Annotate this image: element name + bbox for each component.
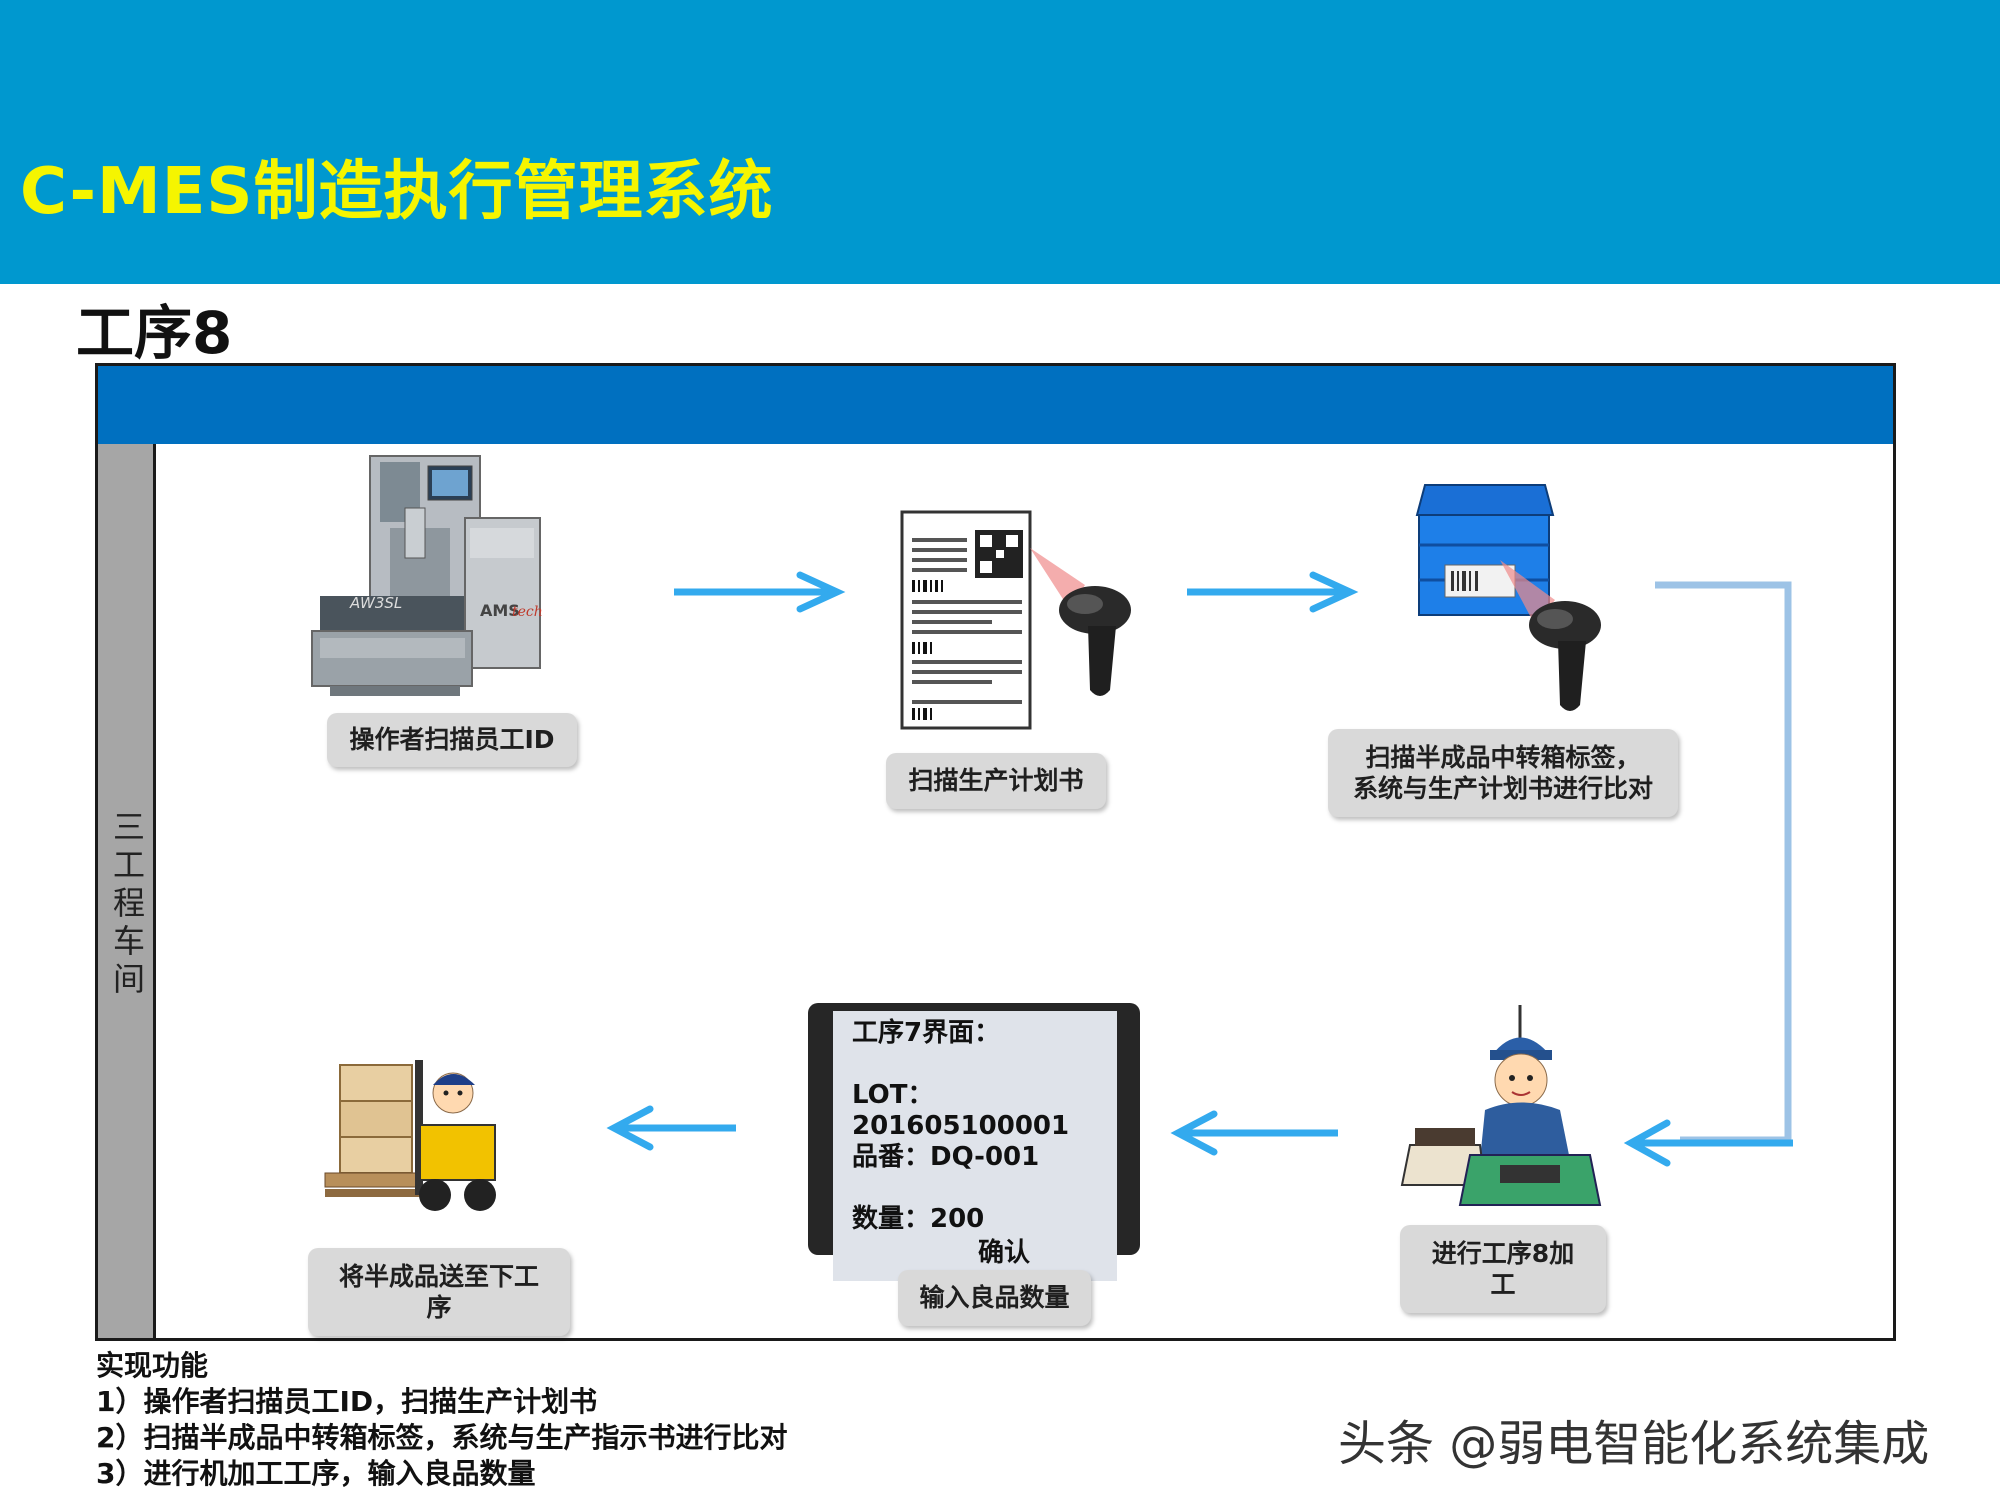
flow-arrow-5-to-6 — [606, 1105, 736, 1151]
production-plan-document-icon — [900, 510, 1032, 730]
feature-item: 2）扫描半成品中转箱标签，系统与生产指示书进行比对 — [96, 1421, 788, 1454]
confirm-button[interactable]: 确认 — [978, 1238, 1031, 1268]
flow-arrow-4-to-5 — [1170, 1110, 1338, 1156]
features-heading: 实现功能 — [96, 1349, 209, 1382]
workshop-column — [98, 444, 156, 1338]
step-label-input-good-quantity: 输入良品数量 — [898, 1270, 1091, 1326]
tablet-screen-text: 工序7界面： LOT： 201605100001 品番：DQ-001 数量：20… — [852, 1018, 1070, 1234]
flow-arrow-2-to-3 — [1187, 571, 1359, 613]
svg-text:AMS: AMS — [480, 601, 520, 620]
step-label-scan-transfer-box: 扫描半成品中转箱标签， 系统与生产计划书进行比对 — [1328, 729, 1678, 817]
feature-item: 1）操作者扫描员工ID，扫描生产计划书 — [96, 1385, 598, 1418]
flow-arrow-1-to-2 — [674, 571, 846, 613]
worker-icon — [1400, 1005, 1602, 1206]
page-title: C-MES制造执行管理系统 — [20, 155, 774, 229]
features-section: 实现功能 1）操作者扫描员工ID，扫描生产计划书 2）扫描半成品中转箱标签，系统… — [96, 1348, 788, 1492]
workshop-label: 三工程车间 — [108, 810, 146, 1000]
barcode-scanner-icon — [1030, 548, 1131, 696]
frame-header-bar — [98, 366, 1893, 444]
tablet-device — [808, 1003, 1140, 1281]
svg-text:tech: tech — [512, 604, 543, 620]
flow-connector-3-to-4 — [1655, 581, 1792, 1144]
cnc-machine-icon: AMS tech AW3SL — [311, 455, 543, 696]
forklift-icon — [324, 1060, 496, 1211]
step-label-send-to-next-step: 将半成品送至下工 序 — [308, 1248, 570, 1336]
header-banner — [0, 0, 2000, 284]
feature-item: 3）进行机加工工序，输入良品数量 — [96, 1457, 536, 1490]
barcode-scanner-icon — [1500, 560, 1601, 711]
watermark: 头条 @弱电智能化系统集成 — [1338, 1416, 1930, 1472]
svg-text:AW3SL: AW3SL — [349, 594, 402, 612]
step-label-process-step-8: 进行工序8加 工 — [1400, 1225, 1606, 1313]
section-title: 工序8 — [76, 299, 233, 367]
step-label-scan-employee-id: 操作者扫描员工ID — [327, 713, 577, 767]
flow-arrow-into-4 — [1623, 1119, 1793, 1167]
step-label-scan-production-plan: 扫描生产计划书 — [886, 753, 1106, 809]
